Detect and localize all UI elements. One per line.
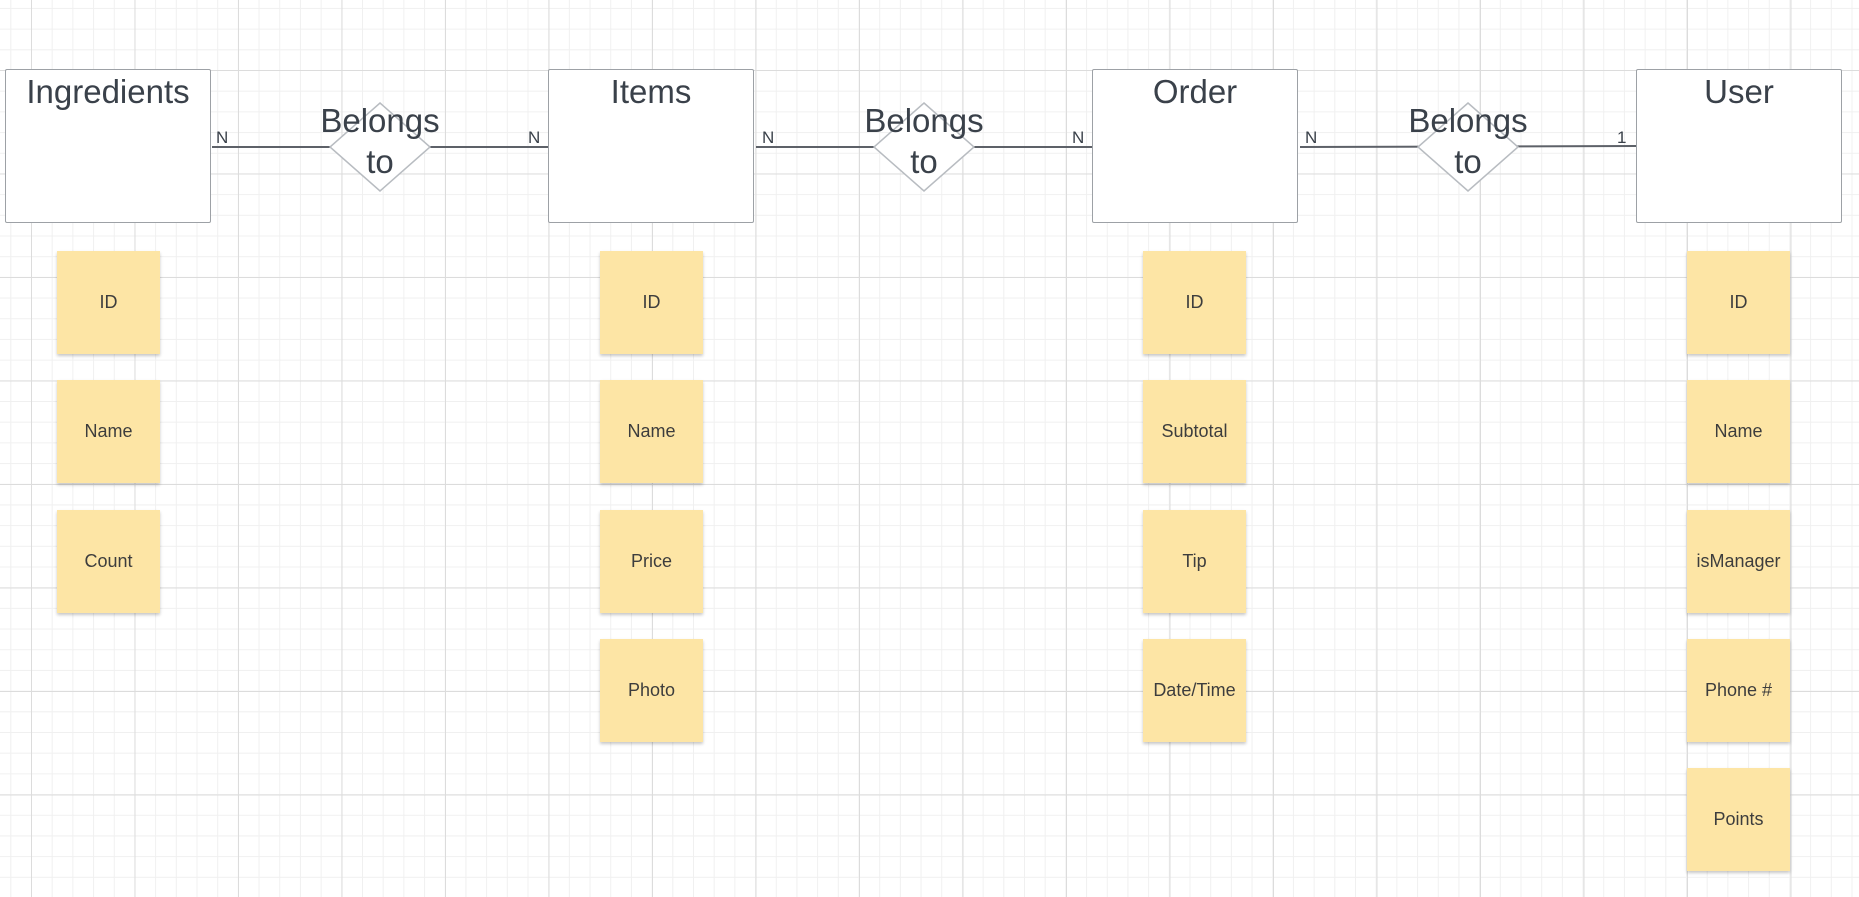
attribute-note[interactable]: Count xyxy=(57,510,160,613)
relationship-label-line: to xyxy=(1454,143,1482,180)
attribute-note[interactable]: Tip xyxy=(1143,510,1246,613)
entity-title: Order xyxy=(1152,73,1238,110)
attribute-note[interactable]: ID xyxy=(1687,251,1790,354)
entity-title: User xyxy=(1704,73,1774,110)
entity-order[interactable]: Order xyxy=(1092,69,1298,223)
cardinality-label: N xyxy=(1072,128,1085,147)
attribute-note[interactable]: isManager xyxy=(1687,510,1790,613)
relationship-diamond[interactable] xyxy=(872,102,976,192)
attribute-note[interactable]: Photo xyxy=(600,639,703,742)
attribute-note[interactable]: Points xyxy=(1687,768,1790,871)
relationship-label-line: Belongs xyxy=(1408,102,1528,139)
relationship-diamond[interactable] xyxy=(328,102,432,192)
attribute-note[interactable]: Name xyxy=(1687,380,1790,483)
cardinality-label: N xyxy=(528,128,541,147)
attribute-note[interactable]: Name xyxy=(57,380,160,483)
attribute-note[interactable]: Date/Time xyxy=(1143,639,1246,742)
attribute-note[interactable]: ID xyxy=(1143,251,1246,354)
cardinality-label: 1 xyxy=(1617,128,1627,147)
entity-user[interactable]: User xyxy=(1636,69,1842,223)
relationship-label-line: to xyxy=(366,143,394,180)
relationship-diamond[interactable] xyxy=(1416,102,1520,192)
cardinality-label: N xyxy=(216,128,229,147)
attribute-note[interactable]: Phone # xyxy=(1687,639,1790,742)
cardinality-label: N xyxy=(762,128,775,147)
attribute-note[interactable]: Price xyxy=(600,510,703,613)
attribute-note[interactable]: Subtotal xyxy=(1143,380,1246,483)
entity-ingredients[interactable]: Ingredients xyxy=(5,69,211,223)
relationship-label: Belongs to xyxy=(1393,100,1543,182)
relationship-label: Belongs to xyxy=(305,100,455,182)
relationship-label-line: Belongs xyxy=(864,102,984,139)
attribute-note[interactable]: ID xyxy=(600,251,703,354)
entity-items[interactable]: Items xyxy=(548,69,754,223)
relationship-label-line: to xyxy=(910,143,938,180)
entity-title: Items xyxy=(610,73,692,110)
cardinality-label: N xyxy=(1305,128,1318,147)
relationship-label-line: Belongs xyxy=(320,102,440,139)
attribute-note[interactable]: Name xyxy=(600,380,703,483)
relationship-label: Belongs to xyxy=(849,100,999,182)
attribute-note[interactable]: ID xyxy=(57,251,160,354)
entity-title: Ingredients xyxy=(26,73,190,110)
